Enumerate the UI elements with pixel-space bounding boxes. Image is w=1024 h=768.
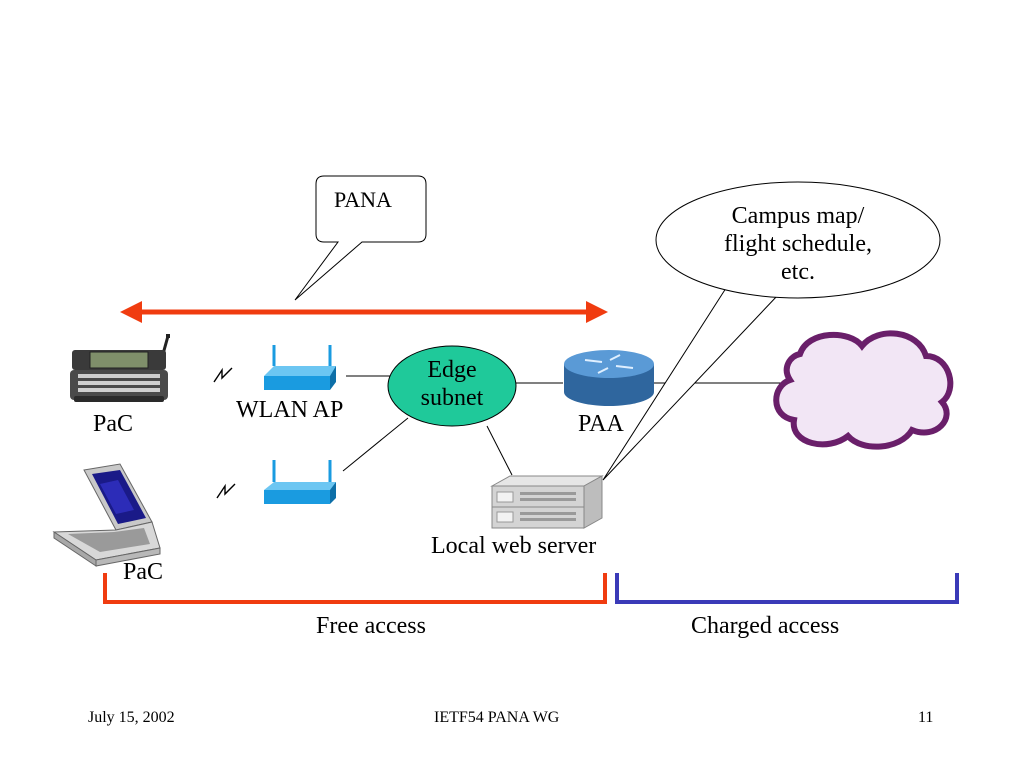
router-icon [564, 350, 654, 406]
pac-bottom-label: PaC [123, 559, 164, 585]
pana-callout-label: PANA [334, 187, 392, 212]
wireless-access-point-icon [264, 460, 336, 504]
free-access-label: Free access [316, 613, 426, 639]
server-rack-icon [490, 475, 604, 529]
paa-label: PAA [578, 411, 624, 437]
campus-callout-line-1: Campus map/ [731, 203, 865, 229]
campus-callout-line-3: etc. [781, 259, 815, 285]
edge-subnet-label: Edge subnet [402, 356, 502, 412]
pac-top-label: PaC [93, 411, 134, 437]
edge-subnet-node [387, 345, 517, 427]
charged-access-bracket [615, 573, 959, 604]
campus-callout-tail [602, 284, 779, 481]
lightning-bolt-icon [213, 367, 233, 383]
local-web-server-label: Local web server [431, 533, 597, 559]
campus-callout-bubble [655, 181, 941, 299]
free-access-bracket [103, 573, 607, 604]
campus-callout [602, 181, 941, 481]
lightning-bolt-icon [216, 483, 236, 499]
link-edge-server [486, 425, 513, 476]
pana-callout-bubble [294, 175, 427, 301]
edge-subnet-line-2: subnet [420, 385, 484, 411]
handheld-communicator-icon [70, 334, 170, 402]
edge-subnet-line-1: Edge [427, 357, 477, 383]
footer-title: IETF54 PANA WG [434, 709, 560, 726]
link-ap2-edge [342, 417, 409, 472]
wlan-ap-label: WLAN AP [236, 397, 344, 423]
pana-callout [294, 175, 427, 301]
footer-date: July 15, 2002 [88, 709, 175, 726]
laptop-icon [52, 463, 161, 567]
campus-callout-label: Campus map/ flight schedule, etc. [690, 202, 906, 286]
pana-arrow [120, 301, 608, 323]
campus-callout-line-2: flight schedule, [724, 231, 872, 257]
charged-access-label: Charged access [691, 613, 840, 639]
cloud-icon [773, 330, 954, 450]
wireless-access-point-icon [264, 345, 336, 390]
footer-page-number: 11 [918, 709, 934, 726]
